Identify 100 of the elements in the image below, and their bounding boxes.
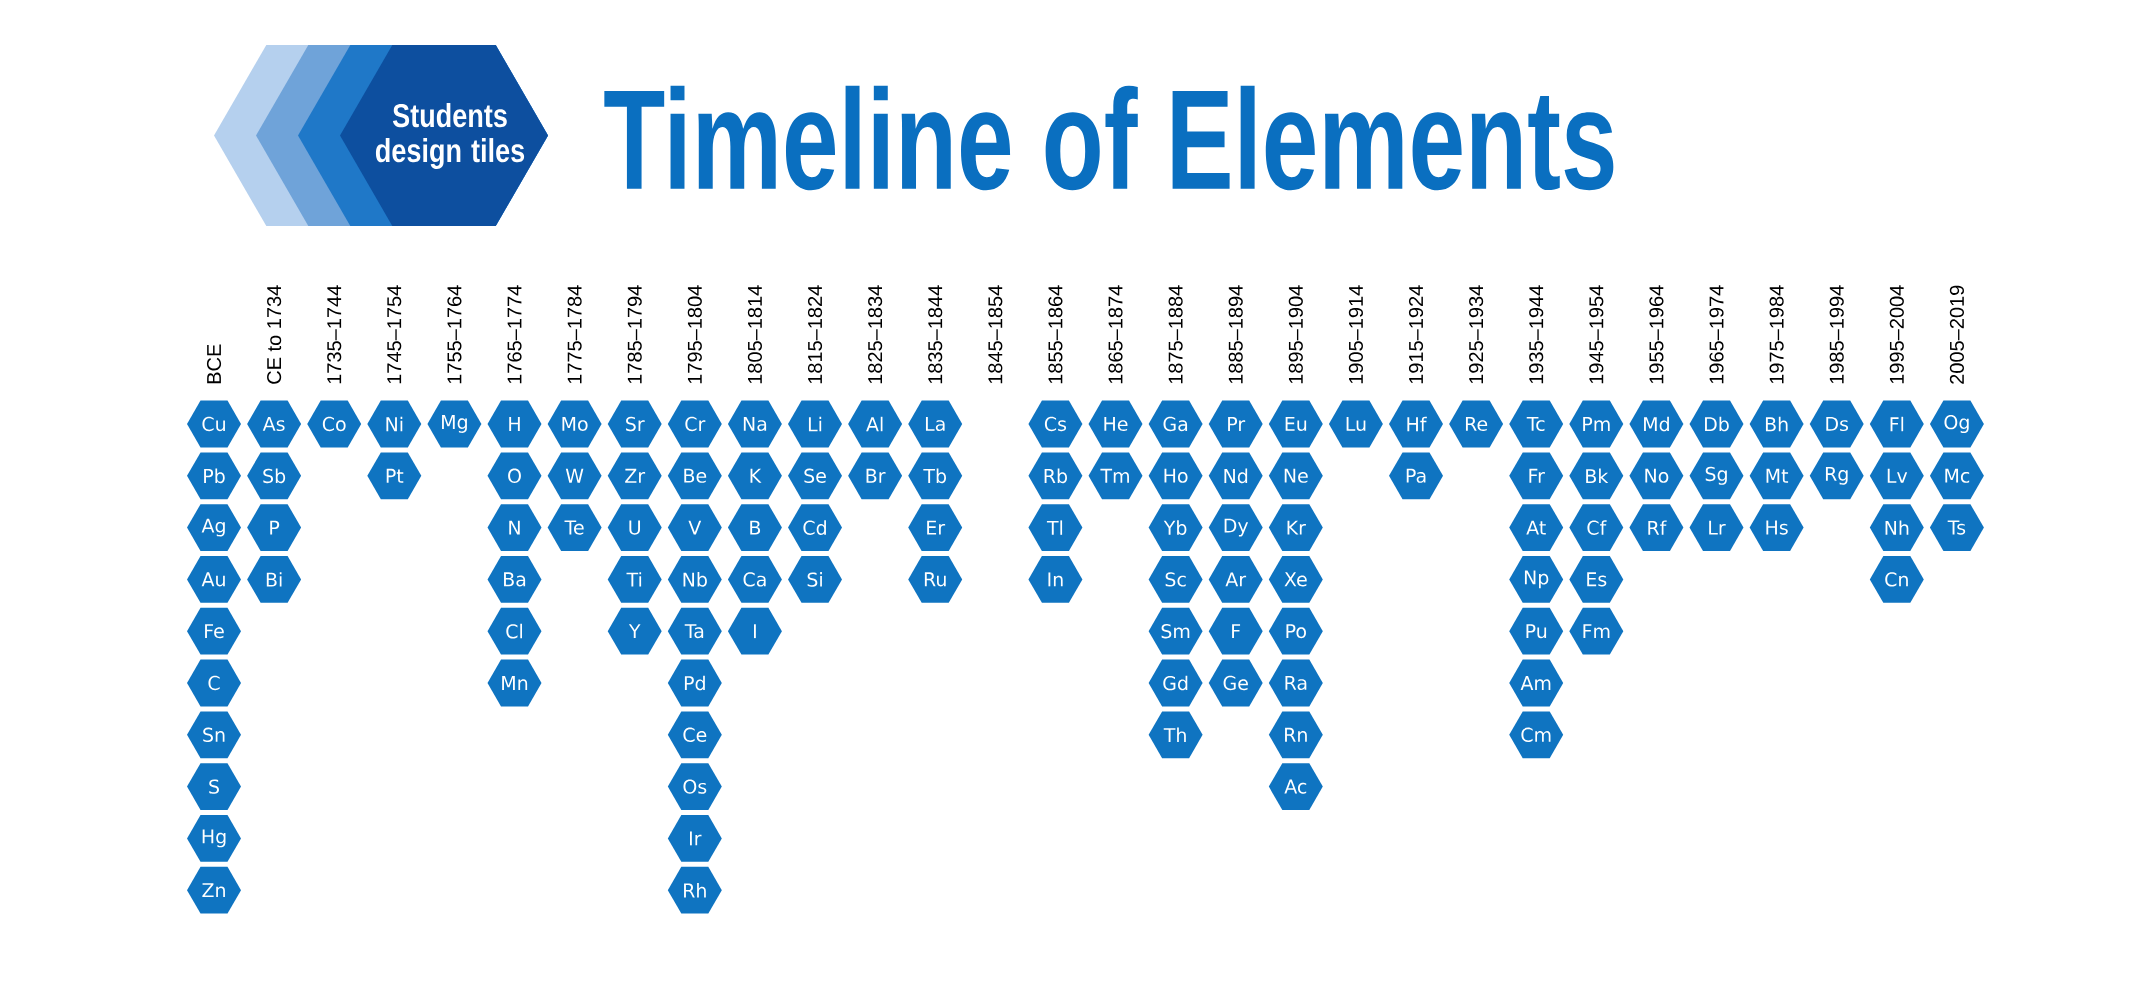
column-header: 1755–1764	[447, 285, 462, 384]
element-hexagon: Gd	[1148, 659, 1203, 707]
element-hexagon: At	[1509, 504, 1564, 551]
element-hexagon: Be	[667, 452, 722, 500]
element-hexagon: Y	[607, 607, 662, 655]
element-hexagon: He	[1088, 400, 1143, 448]
element-hexagon: Xe	[1268, 556, 1323, 603]
element-hexagon: Bk	[1569, 452, 1624, 500]
element-hexagon: Sb	[247, 452, 302, 500]
element-hexagon: Ds	[1809, 400, 1864, 448]
element-hexagon: Tm	[1088, 452, 1143, 500]
element-hexagon: Ru	[908, 556, 963, 603]
element-hexagon: Rh	[667, 866, 722, 914]
column-header: 1775–1784	[567, 285, 582, 384]
element-hexagon: Zr	[607, 452, 662, 500]
element-hexagon: U	[607, 504, 662, 551]
element-hexagon: Fm	[1569, 607, 1624, 655]
column-header: 1885–1894	[1228, 285, 1243, 384]
element-hexagon: Pt	[367, 452, 422, 500]
element-hexagon: O	[487, 452, 542, 500]
column-header: 1865–1874	[1108, 285, 1123, 384]
column-header: 1745–1754	[387, 285, 402, 384]
element-hexagon: Fr	[1509, 452, 1564, 500]
element-hexagon: Fe	[187, 607, 241, 655]
element-hexagon: Re	[1449, 400, 1504, 448]
element-hexagon: V	[667, 504, 722, 551]
element-hexagon: Mc	[1929, 452, 1984, 500]
element-hexagon: Cr	[667, 400, 722, 448]
element-hexagon: Co	[307, 400, 362, 448]
column-header: 1985–1994	[1829, 285, 1844, 384]
element-hexagon: Ca	[727, 556, 782, 603]
element-hexagon: Eu	[1268, 400, 1323, 448]
element-hexagon: Tb	[908, 452, 963, 500]
element-hexagon: Pr	[1208, 400, 1263, 448]
element-hexagon: Cl	[487, 607, 542, 655]
element-hexagon: Nh	[1869, 504, 1924, 551]
element-hexagon: Db	[1689, 400, 1744, 448]
element-hexagon: Fl	[1869, 400, 1924, 448]
element-hexagon: Pb	[187, 452, 241, 500]
element-hexagon: Tl	[1028, 504, 1083, 551]
column-header: 1805–1814	[747, 285, 762, 384]
element-hexagon: Bh	[1749, 400, 1804, 448]
element-hexagon: W	[547, 452, 602, 500]
element-hexagon: Rg	[1809, 452, 1864, 500]
element-hexagon: Am	[1509, 659, 1564, 707]
column-header: 1955–1964	[1649, 285, 1664, 384]
element-hexagon: La	[908, 400, 963, 448]
element-hexagon: Sr	[607, 400, 662, 448]
element-hexagon: Rf	[1629, 504, 1684, 551]
column-header: 1795–1804	[687, 285, 702, 384]
column-header: 1845–1854	[988, 285, 1003, 384]
element-hexagon: Hg	[187, 815, 241, 862]
element-hexagon: Cs	[1028, 400, 1083, 448]
element-hexagon: Dy	[1208, 504, 1263, 551]
column-header: 1895–1904	[1288, 285, 1303, 384]
element-hexagon: Cm	[1509, 711, 1564, 759]
element-hexagon: Sg	[1689, 452, 1744, 500]
column-header: 1965–1974	[1709, 285, 1724, 384]
element-hexagon: Nd	[1208, 452, 1263, 500]
element-hexagon: Mt	[1749, 452, 1804, 500]
element-hexagon: Tc	[1509, 400, 1564, 448]
element-hexagon: Na	[727, 400, 782, 448]
element-hexagon: Rb	[1028, 452, 1083, 500]
element-hexagon: Ho	[1148, 452, 1203, 500]
column-header: 2005–2019	[1949, 285, 1964, 384]
element-hexagon: Mo	[547, 400, 602, 448]
element-hexagon: Lr	[1689, 504, 1744, 551]
element-hexagon: Pd	[667, 659, 722, 707]
element-hexagon: Md	[1629, 400, 1684, 448]
element-hexagon: Po	[1268, 607, 1323, 655]
element-hexagon: Ti	[607, 556, 662, 603]
element-hexagon: Ar	[1208, 556, 1263, 603]
column-header: 1925–1934	[1469, 285, 1484, 384]
element-hexagon: Rn	[1268, 711, 1323, 759]
element-hexagon: Cf	[1569, 504, 1624, 551]
element-hexagon: H	[487, 400, 542, 448]
element-hexagon: Ni	[367, 400, 422, 448]
element-hexagon: Au	[187, 556, 241, 603]
column-header: 1915–1924	[1408, 285, 1424, 384]
element-hexagon: Nb	[667, 556, 722, 603]
column-header: 1835–1844	[928, 285, 943, 384]
element-hexagon: Kr	[1268, 504, 1323, 551]
element-hexagon: Ag	[187, 504, 241, 551]
element-hexagon: Ir	[667, 815, 722, 862]
element-hexagon: Cn	[1869, 556, 1924, 603]
element-hexagon: Sn	[187, 711, 241, 759]
element-hexagon: Lu	[1328, 400, 1383, 448]
element-hexagon: I	[727, 607, 782, 655]
element-hexagon: Th	[1148, 711, 1203, 759]
element-hexagon: Si	[788, 556, 842, 603]
element-hexagon: Mg	[427, 400, 482, 448]
element-hexagon: Cd	[788, 504, 842, 551]
element-hexagon: Bi	[247, 556, 302, 603]
column-header: 1945–1954	[1589, 285, 1604, 384]
element-hexagon: S	[187, 763, 241, 810]
element-hexagon: Se	[788, 452, 842, 500]
column-header: 1815–1824	[807, 285, 823, 384]
column-header: 1785–1794	[627, 285, 642, 384]
element-hexagon: As	[247, 400, 302, 448]
element-hexagon: Ta	[667, 607, 722, 655]
